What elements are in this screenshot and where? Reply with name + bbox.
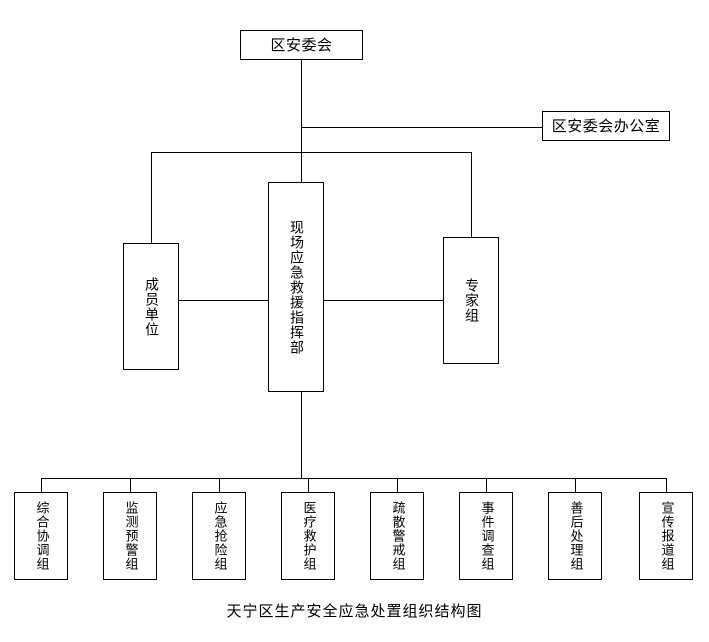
connector-command-to-experts (324, 300, 443, 301)
node-label: 应急抢险组 (211, 501, 227, 571)
node-label: 专家组 (463, 278, 479, 323)
node-label: 区安委会办公室 (551, 116, 661, 135)
node-group-emergency-rescue[interactable]: 应急抢险组 (192, 492, 246, 580)
connector-bus-to-command (301, 152, 302, 182)
node-expert-group[interactable]: 专家组 (443, 237, 499, 364)
node-group-comprehensive-coordination[interactable]: 综合协调组 (14, 492, 68, 580)
stem-group-1-final (41, 478, 42, 492)
node-label: 区安委会 (270, 35, 333, 54)
node-group-publicity-reporting[interactable]: 宣传报道组 (639, 492, 693, 580)
stem-group-7-final (575, 478, 576, 492)
connector-members-to-command (179, 300, 268, 301)
connector-level2-bus (151, 152, 472, 153)
node-label: 综合协调组 (33, 501, 49, 571)
node-group-medical-aid[interactable]: 医疗救护组 (281, 492, 335, 580)
node-label: 成员单位 (143, 276, 159, 337)
connector-bus-to-experts (471, 152, 472, 237)
node-label: 宣传报道组 (658, 501, 674, 571)
node-member-units[interactable]: 成员单位 (123, 243, 179, 370)
node-label: 监测预警组 (122, 501, 138, 571)
stem-group-4-final (308, 478, 309, 492)
connector-bus-to-members (151, 152, 152, 243)
node-label: 善后处理组 (567, 501, 583, 571)
connector-command-to-group-bus (301, 392, 302, 478)
node-label: 事件调查组 (478, 501, 494, 571)
node-district-safety-committee[interactable]: 区安委会 (240, 30, 363, 60)
stem-group-6-final (486, 478, 487, 492)
node-group-monitoring-early-warning[interactable]: 监测预警组 (103, 492, 157, 580)
connector-group-bus (41, 478, 667, 479)
node-label: 医疗救护组 (300, 501, 316, 571)
node-label: 现场应急救援指挥部 (288, 219, 304, 355)
stem-group-8-final (666, 478, 667, 492)
node-group-aftermath-handling[interactable]: 善后处理组 (548, 492, 602, 580)
connector-top-trunk (301, 59, 302, 153)
node-group-incident-investigation[interactable]: 事件调查组 (459, 492, 513, 580)
stem-group-5-final (397, 478, 398, 492)
node-district-safety-committee-office[interactable]: 区安委会办公室 (542, 111, 670, 141)
stem-group-2-final (130, 478, 131, 492)
node-label: 疏散警戒组 (389, 501, 405, 571)
diagram-caption: 天宁区生产安全应急处置组织结构图 (226, 602, 483, 620)
node-group-evacuation-cordon[interactable]: 疏散警戒组 (370, 492, 424, 580)
stem-group-3-final (219, 478, 220, 492)
connector-top-to-office (301, 127, 542, 128)
node-onsite-emergency-rescue-command[interactable]: 现场应急救援指挥部 (268, 182, 324, 392)
